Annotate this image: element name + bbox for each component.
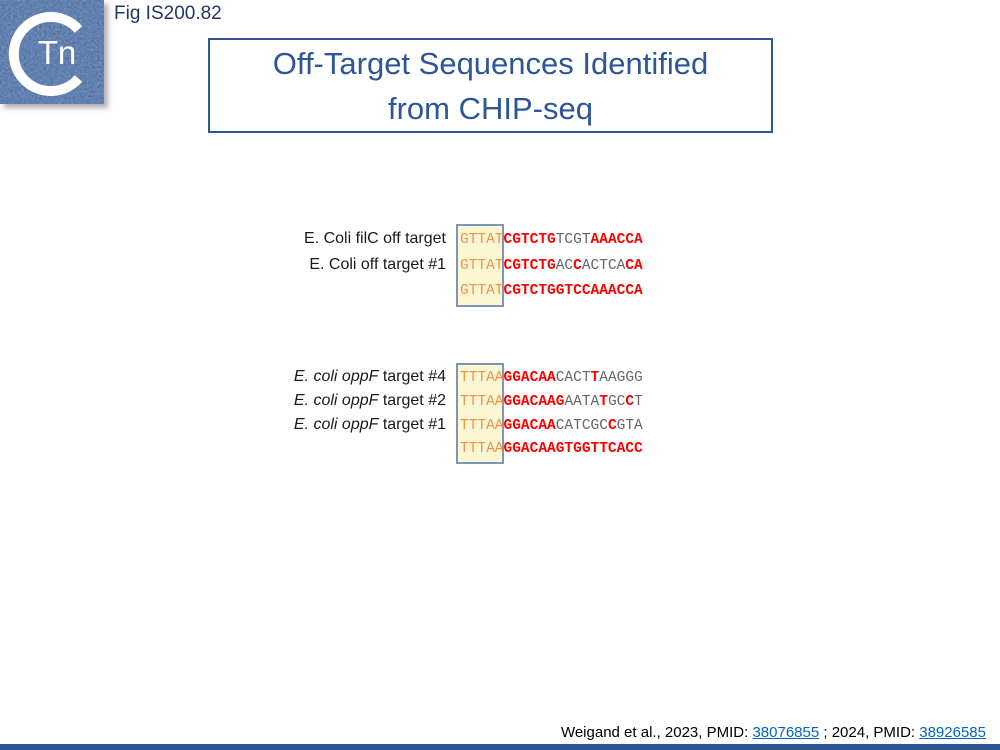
sequence-segment-match: C xyxy=(573,258,582,274)
sequence-segment-mismatch: AATA xyxy=(564,394,600,410)
sequence-segment-match: CA xyxy=(625,258,643,274)
sequence-row: E. Coli off target #1 GTTATCGTCTGACCACTCA… xyxy=(0,252,1000,278)
sequence-segment-match: T xyxy=(590,370,600,386)
dna-sequence: GTTATCGTCTGTCGTAAACCA xyxy=(460,227,643,253)
sequence-segment-seed: TTTAA xyxy=(460,441,504,457)
dna-sequence: TTTAAGGACAACATCGCCGTA xyxy=(460,414,643,438)
figure-label: Fig IS200.82 xyxy=(114,3,222,24)
sequence-segment-seed: TTTAA xyxy=(460,394,504,410)
pmid-link-2023[interactable]: 38076855 xyxy=(752,724,820,741)
sequence-row-label: E. Coli filC off target xyxy=(0,226,452,252)
sequence-row-label-part: E. Coli off target #1 xyxy=(309,256,446,273)
sequence-segment-mismatch: GC xyxy=(607,394,626,410)
sequence-segment-match: AAACCA xyxy=(590,232,643,248)
title-box: Off-Target Sequences Identified from CHI… xyxy=(208,38,773,133)
sequence-segment-mismatch: ACTCA xyxy=(581,258,626,274)
sequence-segment-seed: TTTAA xyxy=(460,418,504,434)
seed-highlight-box xyxy=(456,224,504,307)
tn-central-logo: Tn xyxy=(0,0,104,104)
sequence-row-label-part: target #4 xyxy=(378,368,446,385)
sequence-segment-seed: GTTAT xyxy=(460,232,504,248)
dna-sequence: TTTAAGGACAACACTTAAGGG xyxy=(460,366,643,390)
seed-highlight-box xyxy=(456,363,504,464)
sequence-row-label-part: target #2 xyxy=(378,392,446,409)
citation-text: Weigand et al., 2023, PMID: xyxy=(560,724,753,741)
logo-tn-text: Tn xyxy=(38,34,77,71)
sequence-row: TTTAAGGACAAGTGGTTCACC xyxy=(0,437,1000,461)
sequence-row-label-part: E. Coli filC off target xyxy=(304,230,446,247)
sequence-segment-match: C xyxy=(625,394,635,410)
pmid-link-2024[interactable]: 38926585 xyxy=(919,724,986,741)
sequence-row-label: E. coli oppF target #2 xyxy=(0,389,452,413)
sequence-segment-seed: GTTAT xyxy=(460,283,504,299)
sequence-segment-mismatch: AAGGG xyxy=(599,370,643,386)
sequence-row-label-part: target #1 xyxy=(378,416,446,433)
sequence-row-label: E. Coli off target #1 xyxy=(0,252,452,278)
sequence-row-label: E. coli oppF target #1 xyxy=(0,413,452,437)
sequence-segment-mismatch: T xyxy=(634,394,643,410)
sequence-row: E. coli oppF target #4 TTTAAGGACAACACTTAA… xyxy=(0,365,1000,389)
sequence-segment-seed: TTTAA xyxy=(460,370,504,386)
sequence-segment-match: GGACAAGTGGTTCACC xyxy=(503,441,643,457)
sequence-segment-mismatch: AC xyxy=(555,258,574,274)
sequence-segment-match: GGACAA xyxy=(503,418,556,434)
sequence-row: E. Coli filC off target GTTATCGTCTGTCGTAA… xyxy=(0,226,1000,252)
citation: Weigand et al., 2023, PMID: 38076855 ; 2… xyxy=(561,724,986,741)
sequence-row: E. coli oppF target #1 TTTAAGGACAACATCGCC… xyxy=(0,413,1000,437)
bottom-accent-bar xyxy=(0,744,1000,750)
sequence-row: GTTATCGTCTGGTCCAAACCA xyxy=(0,278,1000,304)
citation-separator: ; 2024, PMID: xyxy=(819,724,920,741)
sequence-segment-seed: GTTAT xyxy=(460,258,504,274)
sequence-segment-match: GGACAAG xyxy=(503,394,565,410)
c-arc-icon xyxy=(8,12,83,96)
dna-sequence: TTTAAGGACAAGTGGTTCACC xyxy=(460,437,643,461)
sequence-row-label: E. coli oppF target #4 xyxy=(0,365,452,389)
dna-sequence: TTTAAGGACAAGAATATGCCT xyxy=(460,390,643,414)
sequence-segment-match: CGTCTG xyxy=(503,232,556,248)
dna-sequence: GTTATCGTCTGACCACTCACA xyxy=(460,253,643,279)
slide-title-line1: Off-Target Sequences Identified xyxy=(272,45,709,81)
sequence-segment-mismatch: GTA xyxy=(616,418,643,434)
sequence-row-label-part: E. coli oppF xyxy=(293,392,379,409)
sequence-segment-match: C xyxy=(607,418,617,434)
slide-title-line2: from CHIP-seq xyxy=(388,90,593,126)
sequence-segment-match: GGACAA xyxy=(503,370,556,386)
sequence-segment-mismatch: CACT xyxy=(555,370,591,386)
sequence-segment-mismatch: TCGT xyxy=(555,232,591,248)
sequence-segment-match: CGTCTGGTCCAAACCA xyxy=(503,283,643,299)
sequence-segment-match: T xyxy=(599,394,608,410)
sequence-row-label-part: E. coli oppF xyxy=(293,368,379,385)
sequence-segment-mismatch: CATCGC xyxy=(555,418,608,434)
sequence-segment-match: CGTCTG xyxy=(503,258,556,274)
dna-sequence: GTTATCGTCTGGTCCAAACCA xyxy=(460,278,643,304)
sequence-row-label-part: E. coli oppF xyxy=(293,416,379,433)
